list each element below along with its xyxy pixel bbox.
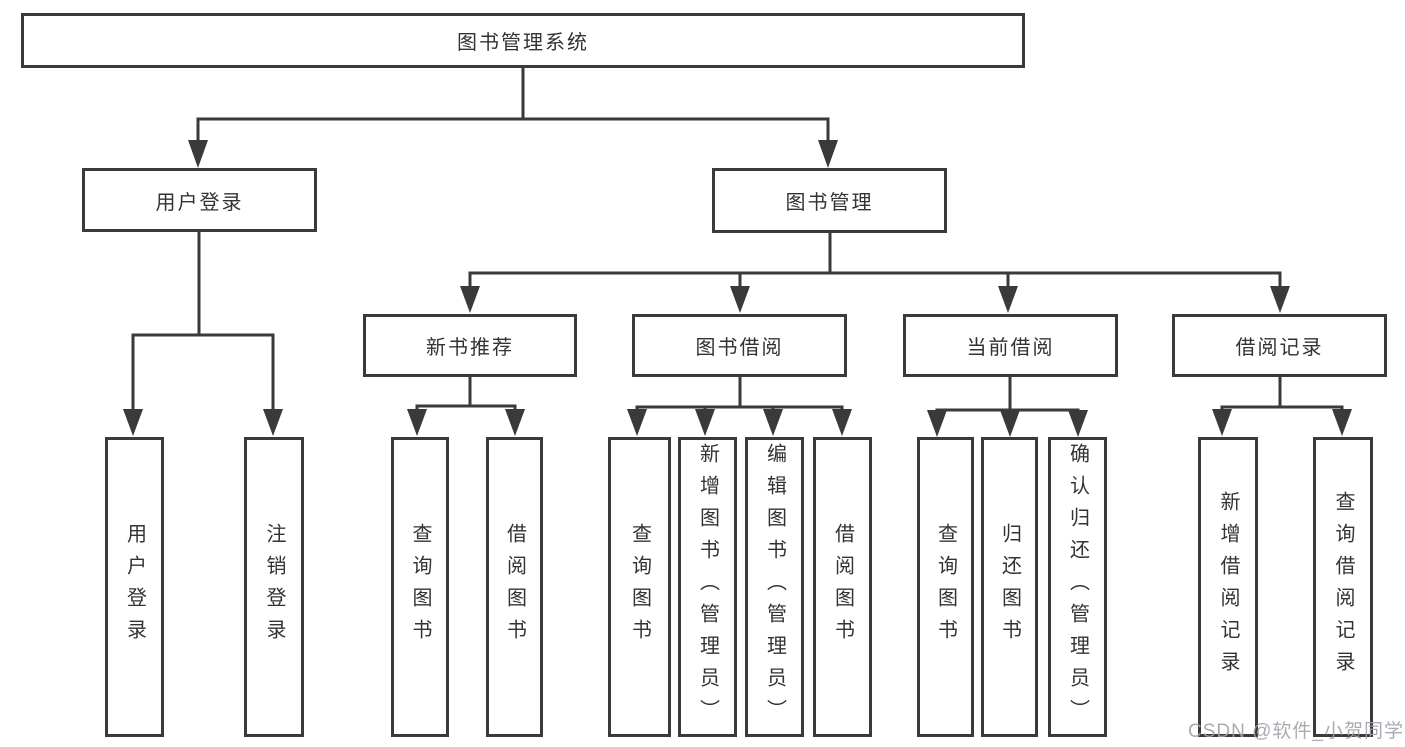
leaf-user-login-label: 用户登录 [123, 523, 146, 651]
leaf-nb-borrow-books-label: 借阅图书 [503, 523, 526, 651]
leaf-cb-confirm-return-admin-label: 确认归还（管理员） [1066, 443, 1089, 731]
node-book-borrowing: 图书借阅 [632, 314, 847, 377]
leaf-cb-query-books-label: 查询图书 [934, 523, 957, 651]
leaf-cb-return-books: 归还图书 [981, 437, 1038, 737]
leaf-nb-query-books-label: 查询图书 [409, 523, 431, 651]
leaf-cb-confirm-return-admin: 确认归还（管理员） [1048, 437, 1107, 737]
leaf-bb-edit-books-admin-label: 编辑图书（管理员） [763, 443, 786, 731]
watermark: CSDN @软件_小贺同学 [1188, 721, 1404, 742]
leaf-cb-query-books: 查询图书 [917, 437, 974, 737]
leaf-logout-label: 注销登录 [263, 523, 285, 651]
leaf-br-query-record: 查询借阅记录 [1313, 437, 1373, 737]
leaf-bb-query-books: 查询图书 [608, 437, 671, 737]
leaf-bb-query-books-label: 查询图书 [628, 523, 651, 651]
node-new-book-recommendation: 新书推荐 [363, 314, 577, 377]
leaf-br-add-record: 新增借阅记录 [1198, 437, 1258, 737]
leaf-br-query-record-label: 查询借阅记录 [1332, 491, 1354, 683]
leaf-bb-add-books-admin: 新增图书（管理员） [678, 437, 737, 737]
leaf-bb-borrow-books-label: 借阅图书 [831, 523, 854, 651]
leaf-user-login: 用户登录 [105, 437, 164, 737]
node-borrowing-records: 借阅记录 [1172, 314, 1387, 377]
leaf-bb-edit-books-admin: 编辑图书（管理员） [745, 437, 804, 737]
leaf-cb-return-books-label: 归还图书 [998, 523, 1021, 651]
leaf-bb-borrow-books: 借阅图书 [813, 437, 872, 737]
leaf-bb-add-books-admin-label: 新增图书（管理员） [696, 443, 719, 731]
leaf-br-add-record-label: 新增借阅记录 [1217, 491, 1239, 683]
leaf-nb-borrow-books: 借阅图书 [486, 437, 543, 737]
node-user-login: 用户登录 [82, 168, 317, 232]
node-book-management: 图书管理 [712, 168, 947, 233]
node-current-borrowing: 当前借阅 [903, 314, 1118, 377]
node-library-system: 图书管理系统 [21, 13, 1025, 68]
leaf-nb-query-books: 查询图书 [391, 437, 449, 737]
leaf-logout: 注销登录 [244, 437, 304, 737]
